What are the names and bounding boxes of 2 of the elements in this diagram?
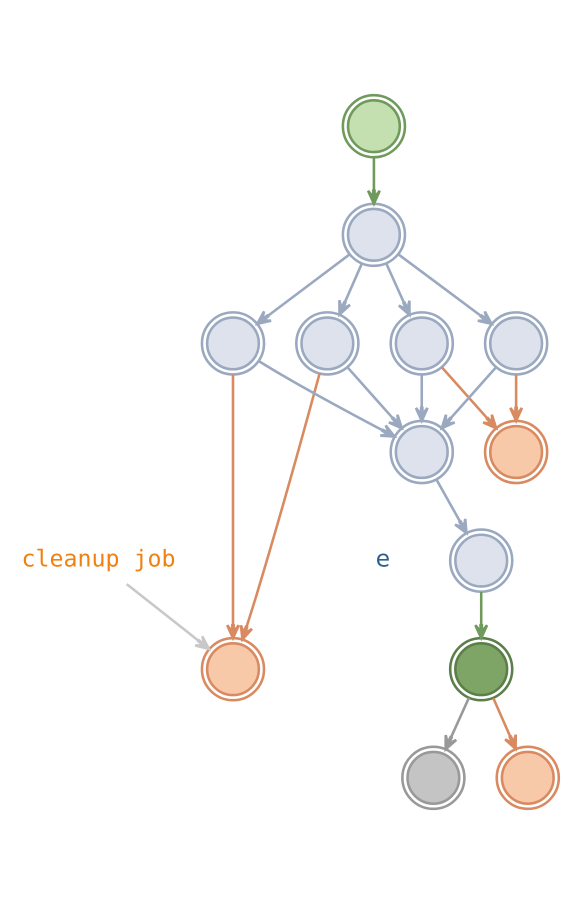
node-text: cleanup job (21, 544, 176, 572)
label: e (376, 544, 390, 572)
